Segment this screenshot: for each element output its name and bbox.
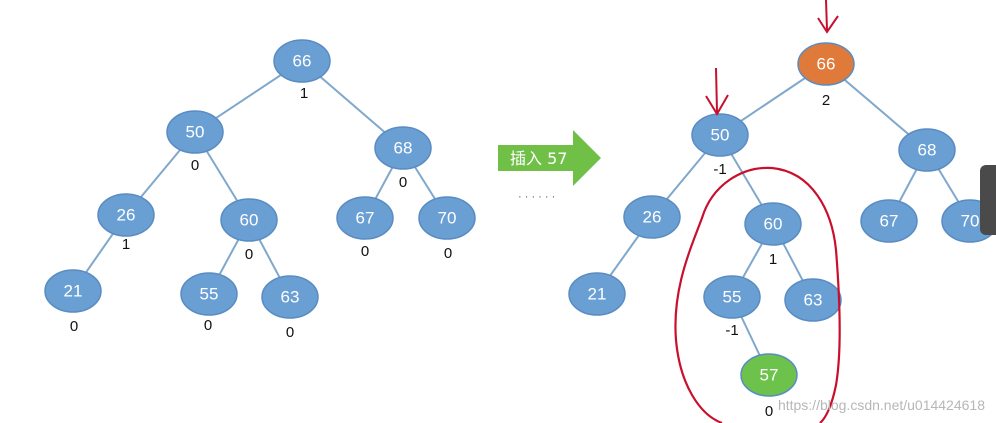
node-label: 26	[643, 208, 662, 227]
tree-node-26: 26 1	[97, 193, 155, 253]
node-label: 21	[64, 282, 83, 301]
node-ellipse	[703, 275, 761, 319]
balance-factor: 0	[361, 243, 369, 260]
node-ellipse	[336, 196, 394, 240]
node-label: 66	[293, 52, 312, 71]
tree-node-68: 68	[898, 128, 956, 172]
node-ellipse	[374, 126, 432, 170]
balance-factor: 2	[822, 92, 830, 109]
node-label: 66	[817, 55, 836, 74]
node-label: 63	[281, 288, 300, 307]
node-label: 63	[804, 291, 823, 310]
subtree-circle-mark	[674, 166, 841, 423]
node-ellipse	[44, 269, 102, 313]
node-ellipse	[180, 272, 238, 316]
node-ellipse	[744, 202, 802, 246]
node-ellipse	[797, 42, 855, 86]
node-label: 50	[186, 123, 205, 142]
arrow-shape	[498, 130, 601, 186]
node-label: 57	[760, 366, 779, 385]
balance-factor: 0	[286, 324, 294, 341]
node-label: 50	[711, 126, 730, 145]
balance-factor: 1	[122, 236, 130, 253]
node-ellipse	[418, 196, 476, 240]
tree-node-60: 60 0	[220, 198, 278, 263]
sidebar-tab[interactable]	[980, 165, 996, 235]
tree-node-66: 66 1	[273, 39, 331, 102]
insert-arrow: 插入 57 · · · · · ·	[498, 130, 601, 203]
node-ellipse	[898, 128, 956, 172]
node-ellipse	[623, 195, 681, 239]
node-label: 60	[240, 211, 259, 230]
arrow-sublabel: · · · · · ·	[518, 191, 555, 203]
balance-factor: 1	[769, 251, 777, 268]
balance-factor: 0	[399, 174, 407, 191]
before-tree: 66 1 50 0 68 0 26 1 60 0 67 0 70 0 21 0 55 0 63 0	[44, 39, 476, 341]
node-label: 55	[723, 288, 742, 307]
balance-factor: 1	[300, 85, 308, 102]
node-ellipse	[97, 193, 155, 237]
tree-node-50: 50 0	[166, 110, 224, 174]
node-ellipse	[166, 110, 224, 154]
node-ellipse	[860, 199, 918, 243]
tree-node-63: 63	[784, 278, 842, 322]
node-label: 68	[394, 139, 413, 158]
balance-factor: 0	[245, 246, 253, 263]
tree-node-70: 70 0	[418, 196, 476, 262]
balance-factor: 0	[444, 245, 452, 262]
balance-factor: 0	[191, 157, 199, 174]
balance-factor: 0	[204, 317, 212, 334]
node-ellipse	[740, 353, 798, 397]
tree-node-26: 26	[623, 195, 681, 239]
node-label: 70	[438, 209, 457, 228]
tree-node-60: 60 1	[744, 202, 802, 268]
node-label: 26	[117, 206, 136, 225]
tree-node-55: 55 0	[180, 272, 238, 334]
root-down-arrow-icon	[817, 0, 839, 34]
tree-node-68: 68 0	[374, 126, 432, 191]
node-label: 68	[918, 141, 937, 160]
arrow-label: 插入 57	[510, 149, 567, 168]
tree-node-55: 55 -1	[703, 275, 761, 339]
node-label: 70	[961, 212, 980, 231]
node-ellipse	[261, 275, 319, 319]
node-ellipse	[220, 198, 278, 242]
red-annotations	[674, 0, 841, 423]
tree-node-50: 50 -1	[691, 113, 749, 178]
before-tree-edges	[72, 60, 448, 298]
node-ellipse	[568, 272, 626, 316]
tree-node-21: 21	[568, 272, 626, 316]
tree-node-21: 21 0	[44, 269, 102, 335]
node-label: 60	[764, 215, 783, 234]
node-ellipse	[691, 113, 749, 157]
tree-node-63: 63 0	[261, 275, 319, 341]
balance-factor: -1	[725, 322, 738, 339]
node-label: 55	[200, 285, 219, 304]
node-ellipse	[273, 39, 331, 83]
tree-node-57: 57 0	[740, 353, 798, 420]
tree-node-67: 67	[860, 199, 918, 243]
node50-down-arrow-icon	[705, 67, 729, 116]
balance-factor: 0	[70, 318, 78, 335]
balance-factor: -1	[713, 161, 726, 178]
watermark-text: https://blog.csdn.net/u014424618	[778, 397, 985, 413]
node-label: 67	[356, 209, 375, 228]
balance-factor: 0	[765, 403, 773, 420]
node-label: 67	[880, 212, 899, 231]
tree-node-66: 66 2	[797, 42, 855, 109]
node-label: 21	[588, 285, 607, 304]
tree-node-67: 67 0	[336, 196, 394, 260]
node-ellipse	[784, 278, 842, 322]
after-tree: 66 2 50 -1 68 26 60 1 67 70 21 55 -1 63 57 0	[568, 42, 996, 420]
